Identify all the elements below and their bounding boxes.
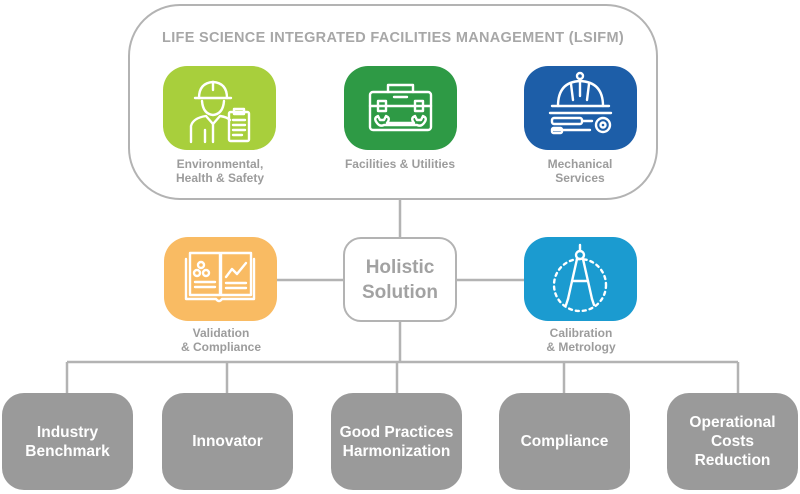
ehs-tile	[163, 66, 276, 150]
outcome-industry-benchmark: Industry Benchmark	[2, 393, 133, 490]
diagram-title: LIFE SCIENCE INTEGRATED FACILITIES MANAG…	[162, 30, 624, 46]
facilities-tile	[344, 66, 457, 150]
validation-book-icon	[184, 251, 256, 303]
calibration-caption: Calibration & Metrology	[546, 326, 616, 354]
calibration-tile	[524, 237, 637, 321]
ehs-caption: Environmental, Health & Safety	[175, 157, 265, 185]
validation-tile	[164, 237, 277, 321]
outcome-innovator: Innovator	[162, 393, 293, 490]
hardhat-tools-icon	[548, 71, 613, 135]
toolbox-icon	[368, 83, 433, 132]
outcome-compliance: Compliance	[499, 393, 630, 490]
facilities-caption: Facilities & Utilities	[344, 157, 456, 171]
holistic-solution-box: Holistic Solution	[343, 237, 457, 322]
mechanical-caption: Mechanical Services	[547, 157, 613, 185]
holistic-line2: Solution	[362, 281, 438, 303]
worker-clipboard-icon	[189, 80, 251, 144]
holistic-line1: Holistic	[365, 256, 435, 278]
validation-caption: Validation & Compliance	[180, 326, 261, 354]
mechanical-tile	[524, 66, 637, 150]
compass-icon	[552, 243, 608, 313]
outcome-good-practices: Good Practices Harmonization	[331, 393, 462, 490]
outcome-operational-costs: Operational Costs Reduction	[667, 393, 798, 490]
